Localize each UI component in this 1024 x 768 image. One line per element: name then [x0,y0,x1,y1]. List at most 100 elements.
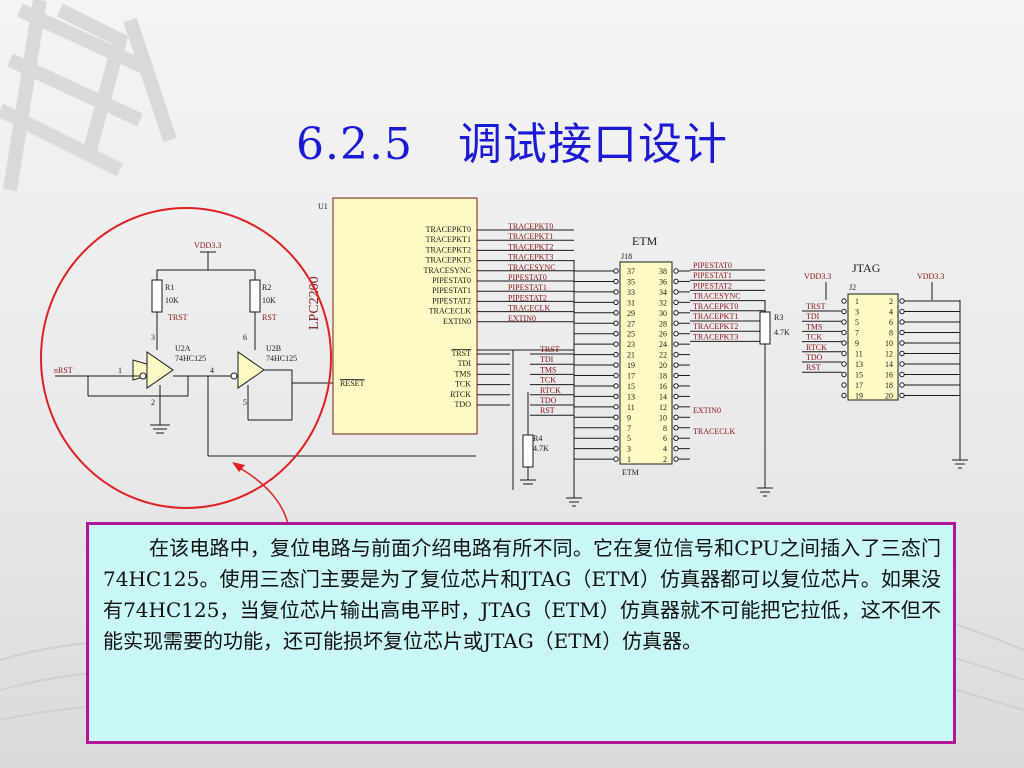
jtag-pin-number: 18 [885,381,893,390]
u2b-ref: U2B [266,344,281,353]
etm-pin-number: 6 [663,434,667,443]
lpc-pin-label: PIPESTAT0 [432,276,471,285]
r3-value: 4.7K [774,328,790,337]
etm-pin-number: 31 [627,298,635,307]
lpc2200-chip [332,197,478,435]
nrst-net: nRST [54,366,73,375]
resistor-r3 [759,311,771,345]
etm-pin-number: 23 [627,340,635,349]
etm-net: PIPESTAT2 [693,281,732,290]
jtag-pin-dot [841,371,847,378]
jtag-net: TDI [806,312,820,321]
lpc-jtag-net: TDI [540,355,554,364]
jtag-label: JTAG [852,261,881,275]
etm-pin-number: 20 [659,361,667,370]
jtag-pin-dot [841,298,847,304]
etm-pin-number: 21 [627,351,635,360]
lpc-jtag-pin-label: TDO [455,400,472,409]
lpc-pin-label: TRACEPKT0 [426,225,471,234]
lpc-pin-label: TRACEPKT3 [426,256,471,265]
jtag-pin-number: 3 [855,308,859,317]
lpc-jtag-net: RST [540,406,555,415]
jtag-pin-number: 8 [889,329,893,338]
etm-pin-number: 26 [659,330,667,339]
etm-pin-dot [613,299,619,306]
lpc-trace-net: PIPESTAT1 [508,283,547,292]
r1-ref: R1 [165,283,174,292]
jtag-pin-number: 7 [855,329,859,338]
jtag-net: RST [806,363,821,372]
etm-pin-dot [613,331,619,337]
trace-pin-stubs [477,229,574,323]
etm-pin-number: 12 [659,403,667,412]
etm-net: TRACEPKT3 [693,332,738,341]
etm-pin-number: 38 [659,267,667,276]
lpc-pin-label: PIPESTAT2 [432,296,471,305]
etm-pin-number: 22 [659,351,667,360]
lpc-jtag-net: TCK [540,376,556,385]
r4-ref: R4 [533,434,542,443]
lpc-pin-label: PIPESTAT1 [432,286,471,295]
etm-pin-number: 25 [627,330,635,339]
jtag-pin-number: 10 [885,339,893,348]
lpc-reset-pin: RESET [340,379,365,388]
jtag-net: TRST [806,302,826,311]
lpc-trace-net: EXTIN0 [508,314,536,323]
etm-pin-dot [613,445,619,452]
etm-pin-dot [613,278,619,285]
jtag-pin-dot [899,298,905,304]
etm-ref: J18 [621,252,632,261]
etm-pin-dot [673,435,679,441]
etm-pin-number: 32 [659,298,667,307]
jtag-pin-number: 20 [885,392,893,401]
jtag-pin-number: 4 [889,308,893,317]
etm-pin-dot [673,456,679,462]
lpc-pin-label: TRACEPKT1 [426,235,471,244]
lpc-trace-net: TRACEPKT1 [508,232,553,241]
explanation-box: 在该电路中，复位电路与前面介绍电路有所不同。它在复位信号和CPU之间插入了三态门… [86,522,956,744]
etm-pin-number: 14 [659,392,667,401]
etm-pin-dot [673,341,679,347]
jtag-pin-dot [899,382,905,388]
etm-pin-number: 17 [627,372,635,381]
r2-value: 10K [262,296,276,305]
etm-pin-dot [673,372,679,379]
u2b-part: 74HC125 [266,354,297,363]
r4-value: 4.7K [533,444,549,453]
jtag-pin-dot [899,350,905,357]
jtag-pin-number: 14 [885,360,893,369]
lpc-part-label: LPC2200 [307,276,322,330]
etm-pin-dot [613,435,619,441]
jtag-net: TDO [806,353,823,362]
etm-pin-dot [613,456,619,462]
watermark-pattern [0,0,177,192]
etm-pin-dot [613,372,619,379]
etm-pin-number: 1 [627,455,631,464]
etm-pin-number: 34 [659,288,667,297]
etm-pin-number: 7 [627,424,631,433]
etm-pin-number: 2 [663,455,667,464]
u2a-pin-gnd: 2 [151,398,155,407]
lpc-trace-net: TRACEPKT0 [508,222,553,231]
u2a-part: 74HC125 [175,354,206,363]
u2b-pin-oe: 6 [243,333,247,342]
jtag-pin-number: 16 [885,371,893,380]
lpc-jtag-net: TRST [540,345,560,354]
etm-pin-dot [613,289,619,295]
jtag-pin-dot [841,308,847,315]
jtag-connector [847,293,899,401]
etm-pin-number: 29 [627,309,635,318]
jtag-pin-number: 13 [855,360,863,369]
jtag-pin-dot [841,340,847,346]
etm-pin-dot [673,320,679,326]
etm-pin-dot [673,393,679,400]
etm-pin-dot [673,383,679,389]
jtag-pin-dot [841,329,847,336]
lpc-pin-label: TRACEPKT2 [426,245,471,254]
jtag-net: RTCK [806,343,827,352]
jtag-pin-number: 9 [855,339,859,348]
etm-pin-dot [673,362,679,368]
jtag-pin-number: 1 [855,297,859,306]
